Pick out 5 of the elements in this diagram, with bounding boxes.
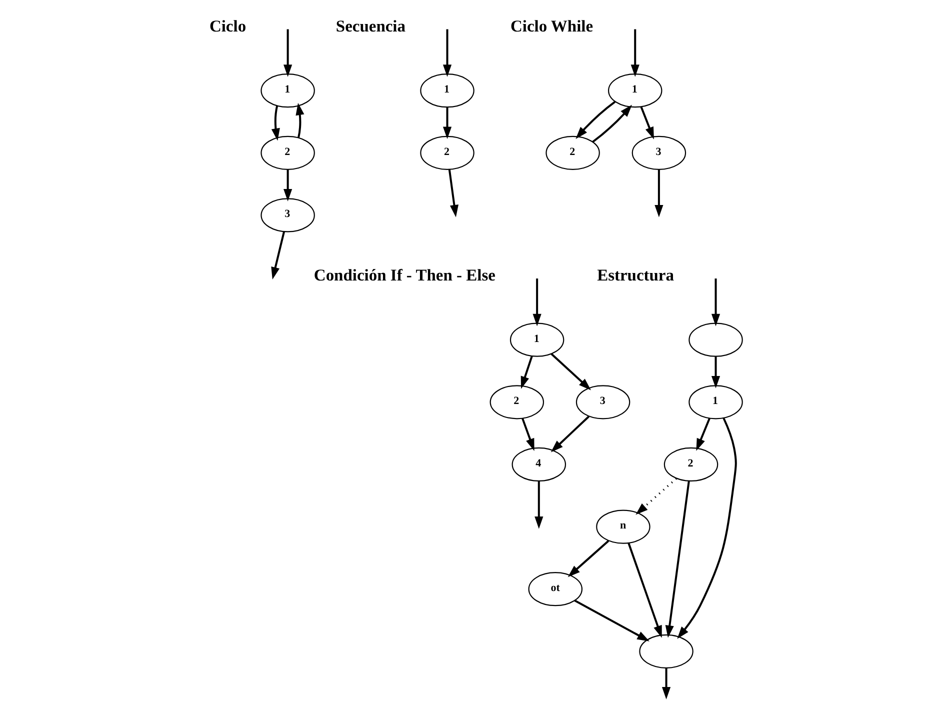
label: Condición If - Then - Else [314,266,496,285]
label: Ciclo While [510,16,594,36]
label: Ciclo [209,16,246,36]
label: Estructura [597,266,674,285]
label: Secuencia [336,16,406,36]
